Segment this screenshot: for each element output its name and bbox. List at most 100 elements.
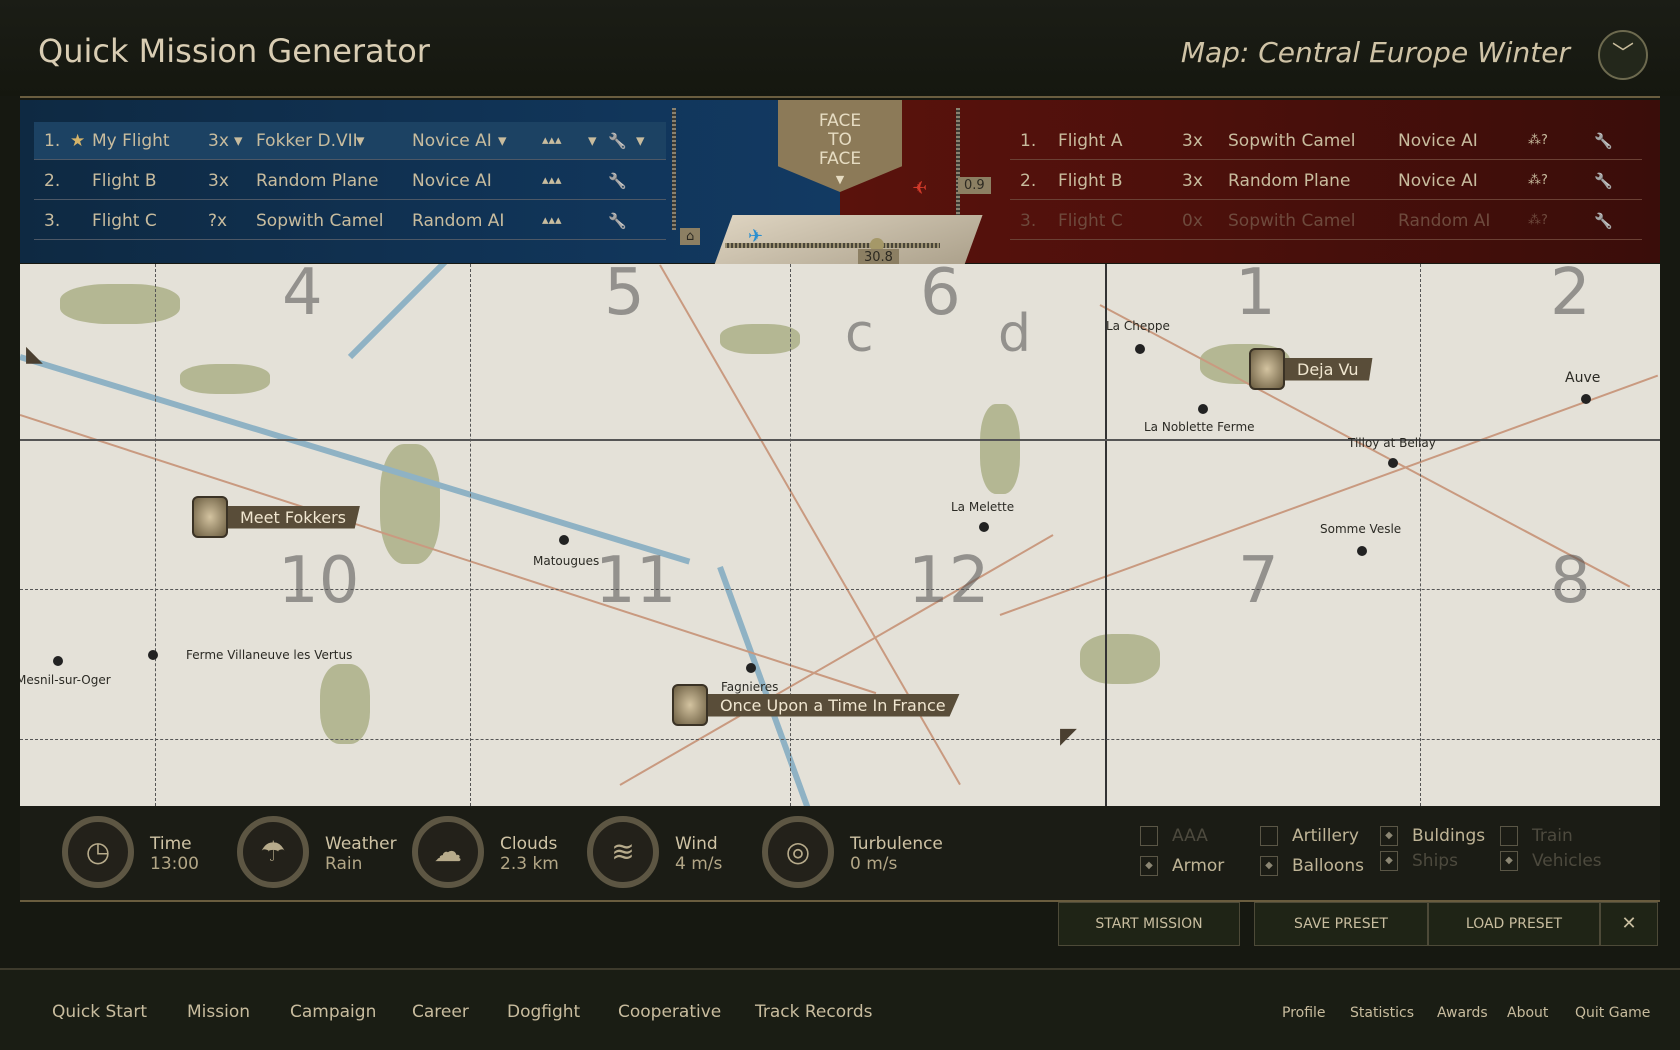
flight-count[interactable]: 3x bbox=[1182, 130, 1203, 151]
nav-awards[interactable]: Awards bbox=[1437, 1005, 1488, 1021]
turbulence-icon[interactable]: ◎ bbox=[762, 816, 834, 888]
flight-ai[interactable]: Novice AI bbox=[1398, 170, 1478, 191]
cloud-altitude-icon[interactable]: ☁ bbox=[412, 816, 484, 888]
map-name[interactable]: Map: Central Europe Winter bbox=[1180, 36, 1570, 69]
target-checkbox-vehicles[interactable]: ◆Vehicles bbox=[1500, 851, 1602, 871]
wrench-icon[interactable]: 🔧 bbox=[608, 211, 627, 230]
distance-slider-handle[interactable] bbox=[870, 238, 884, 252]
flight-count[interactable]: 3x bbox=[1182, 170, 1203, 191]
checkbox[interactable] bbox=[1260, 826, 1278, 846]
flight-ai[interactable]: Random AI bbox=[412, 210, 505, 231]
nav-cooperative[interactable]: Cooperative bbox=[618, 1002, 722, 1022]
wrench-icon[interactable]: 🔧 bbox=[608, 171, 627, 190]
nav-dogfight[interactable]: Dogfight bbox=[507, 1002, 581, 1022]
flight-count[interactable]: 3x bbox=[208, 130, 229, 151]
formation-icon[interactable]: ⁂? bbox=[1528, 213, 1548, 228]
chevron-down-icon[interactable]: ▾ bbox=[356, 130, 365, 151]
formation-icon[interactable]: ▴▴▴ bbox=[542, 173, 562, 188]
wind-icon[interactable]: ≋ bbox=[587, 816, 659, 888]
town-label: Tilloy at Bellay bbox=[1348, 436, 1436, 450]
checkbox[interactable]: ◆ bbox=[1500, 851, 1518, 871]
mission-marker[interactable]: Meet Fokkers bbox=[192, 496, 360, 538]
map[interactable]: 4 5 6 1 2 10 11 12 7 8 c d La Cheppe La … bbox=[20, 264, 1660, 806]
checkbox[interactable]: ◆ bbox=[1140, 856, 1158, 876]
wrench-icon[interactable]: 🔧 bbox=[608, 131, 627, 150]
chevron-down-icon[interactable]: ▾ bbox=[636, 130, 645, 151]
formation-icon[interactable]: ▴▴▴ bbox=[542, 133, 562, 148]
nav-mission[interactable]: Mission bbox=[187, 1002, 251, 1022]
checkbox-label: Artillery bbox=[1292, 826, 1359, 846]
target-checkbox-aaa[interactable]: AAA bbox=[1140, 826, 1208, 846]
close-icon[interactable]: ✕ bbox=[1600, 902, 1658, 946]
chevron-down-icon[interactable]: ▾ bbox=[234, 130, 243, 151]
flight-plane[interactable]: Sopwith Camel bbox=[1228, 130, 1356, 151]
mission-icon bbox=[1249, 348, 1285, 390]
scroll-corner-arrow-icon[interactable]: ◤ bbox=[1060, 724, 1077, 749]
wrench-icon[interactable]: 🔧 bbox=[1594, 171, 1613, 190]
distance-value: 30.8 bbox=[858, 249, 899, 266]
target-checkbox-buldings[interactable]: ◆Buldings bbox=[1380, 826, 1485, 846]
flight-ai[interactable]: Random AI bbox=[1398, 210, 1491, 231]
chevron-down-icon[interactable]: ▾ bbox=[588, 130, 597, 151]
nav-career[interactable]: Career bbox=[412, 1002, 469, 1022]
flight-name: Flight C bbox=[92, 210, 157, 231]
nav-quit-game[interactable]: Quit Game bbox=[1575, 1005, 1651, 1021]
mission-marker[interactable]: Deja Vu bbox=[1249, 348, 1373, 390]
target-checkbox-ships[interactable]: ◆Ships bbox=[1380, 851, 1458, 871]
formation-icon[interactable]: ⁂? bbox=[1528, 133, 1548, 148]
flight-ai[interactable]: Novice AI bbox=[412, 130, 492, 151]
target-checkbox-armor[interactable]: ◆Armor bbox=[1140, 856, 1224, 876]
flight-count[interactable]: 3x bbox=[208, 170, 229, 191]
nav-about[interactable]: About bbox=[1507, 1005, 1549, 1021]
rain-cloud-icon[interactable]: ☂ bbox=[237, 816, 309, 888]
nav-quick-start[interactable]: Quick Start bbox=[52, 1002, 148, 1022]
formation-icon[interactable]: ▴▴▴ bbox=[542, 213, 562, 228]
flight-ai[interactable]: Novice AI bbox=[1398, 130, 1478, 151]
wrench-icon[interactable]: 🔧 bbox=[1594, 211, 1613, 230]
chevron-down-icon[interactable]: ﹀ bbox=[1598, 30, 1648, 80]
checkbox[interactable] bbox=[1500, 826, 1518, 846]
target-checkbox-train[interactable]: Train bbox=[1500, 826, 1573, 846]
flight-plane[interactable]: Sopwith Camel bbox=[256, 210, 384, 231]
nav-statistics[interactable]: Statistics bbox=[1350, 1005, 1414, 1021]
engagement-mode-button[interactable]: FACE TO FACE▼ bbox=[778, 100, 902, 192]
checkbox[interactable]: ◆ bbox=[1380, 851, 1398, 871]
nav-campaign[interactable]: Campaign bbox=[290, 1002, 377, 1022]
checkbox[interactable]: ◆ bbox=[1380, 826, 1398, 846]
nav-profile[interactable]: Profile bbox=[1282, 1005, 1326, 1021]
load-preset-button[interactable]: LOAD PRESET bbox=[1428, 902, 1600, 946]
nav-track-records[interactable]: Track Records bbox=[755, 1002, 873, 1022]
sector-label: 1 bbox=[1235, 264, 1276, 330]
mission-marker[interactable]: Once Upon a Time In France bbox=[672, 684, 960, 726]
red-altitude-slider[interactable] bbox=[956, 108, 960, 230]
target-checkbox-artillery[interactable]: Artillery bbox=[1260, 826, 1359, 846]
sector-label: 12 bbox=[908, 544, 990, 618]
flight-ai[interactable]: Novice AI bbox=[412, 170, 492, 191]
flight-plane[interactable]: Fokker D.VII bbox=[256, 130, 358, 151]
blue-altitude-slider[interactable] bbox=[672, 108, 676, 230]
distance-slider[interactable] bbox=[725, 243, 940, 248]
flight-count[interactable]: 0x bbox=[1182, 210, 1203, 231]
sector-label: 11 bbox=[595, 544, 677, 618]
wrench-icon[interactable]: 🔧 bbox=[1594, 131, 1613, 150]
checkbox[interactable] bbox=[1140, 826, 1158, 846]
chevron-down-icon[interactable]: ▾ bbox=[498, 130, 507, 151]
checkbox[interactable]: ◆ bbox=[1260, 856, 1278, 876]
formation-icon[interactable]: ⁂? bbox=[1528, 173, 1548, 188]
flight-plane[interactable]: Random Plane bbox=[1228, 170, 1351, 191]
scroll-left-arrow-icon[interactable]: ◣ bbox=[26, 342, 43, 367]
flight-plane[interactable]: Random Plane bbox=[256, 170, 379, 191]
flight-count[interactable]: ?x bbox=[208, 210, 228, 231]
clock-icon[interactable]: ◷ bbox=[62, 816, 134, 888]
start-mission-button[interactable]: START MISSION bbox=[1058, 902, 1240, 946]
hangar-icon[interactable]: ⌂ bbox=[680, 228, 701, 245]
target-checkbox-balloons[interactable]: ◆Balloons bbox=[1260, 856, 1364, 876]
flight-plane[interactable]: Sopwith Camel bbox=[1228, 210, 1356, 231]
save-preset-button[interactable]: SAVE PRESET bbox=[1254, 902, 1428, 946]
